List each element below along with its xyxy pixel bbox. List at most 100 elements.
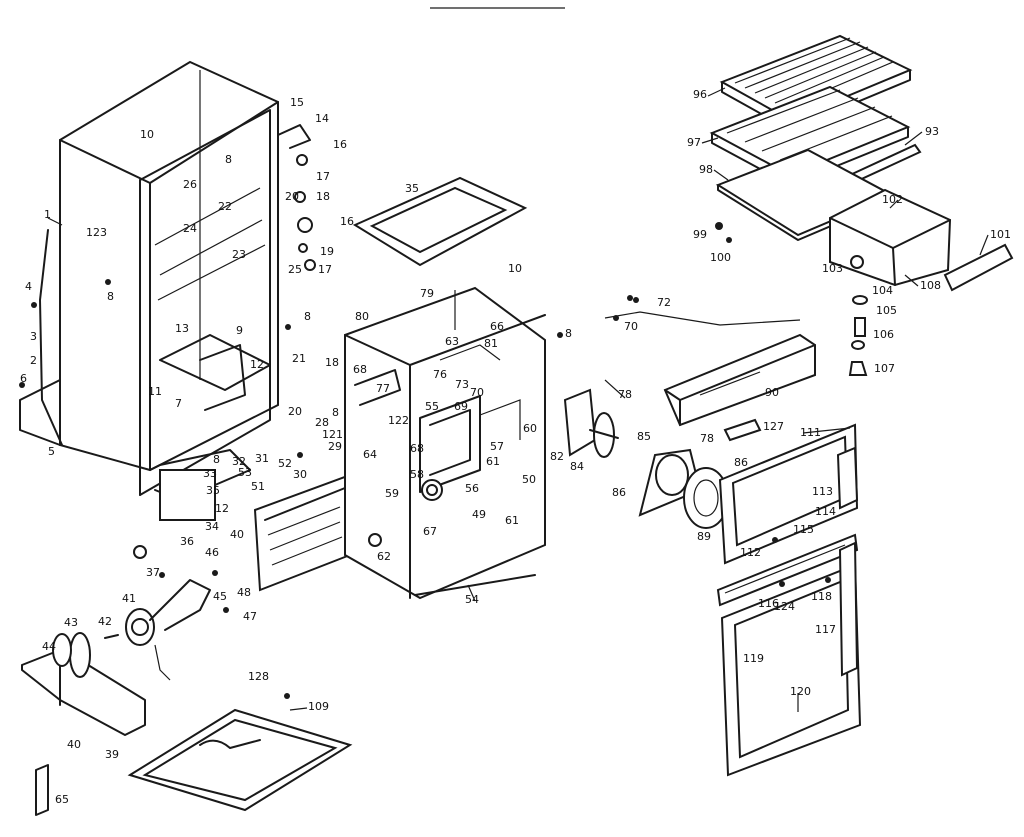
callout-23: 23 xyxy=(232,248,246,261)
callout-96: 96 xyxy=(693,88,707,101)
freezer-door-gasket xyxy=(718,423,859,565)
callout-62: 62 xyxy=(377,550,391,563)
callout-17: 17 xyxy=(316,170,330,183)
callout-28: 28 xyxy=(315,416,329,429)
callout-19: 19 xyxy=(320,245,334,258)
callout-31: 31 xyxy=(255,452,269,465)
fresh-food-door-gasket xyxy=(720,541,862,777)
callout-101: 101 xyxy=(990,228,1011,241)
callout-21: 21 xyxy=(292,352,306,365)
callout-58: 58 xyxy=(410,468,424,481)
hinge-assembly xyxy=(277,124,316,271)
callout-3: 3 xyxy=(30,330,37,343)
callout-122: 122 xyxy=(388,414,409,427)
callout-8c: 8 xyxy=(304,310,311,323)
callout-45: 45 xyxy=(213,590,227,603)
callout-15: 15 xyxy=(290,96,304,109)
air-duct xyxy=(604,311,816,427)
mullion-bar xyxy=(723,418,762,442)
evaporator-fan xyxy=(563,388,619,458)
door-divider xyxy=(716,533,859,607)
callout-115: 115 xyxy=(793,523,814,536)
part-callouts: 1 123 8 4 3 2 6 5 10 8 26 22 24 23 15 14… xyxy=(20,88,1011,806)
callout-26: 26 xyxy=(183,178,197,191)
callout-103: 103 xyxy=(822,262,843,275)
callout-70: 70 xyxy=(470,386,484,399)
callout-54: 54 xyxy=(465,593,479,606)
callout-8f: 8 xyxy=(565,327,572,340)
callout-117: 117 xyxy=(815,623,836,636)
callout-33: 33 xyxy=(203,467,217,480)
callout-60: 60 xyxy=(523,422,537,435)
callout-80: 80 xyxy=(355,310,369,323)
callout-93: 93 xyxy=(925,125,939,138)
drain-pan xyxy=(127,708,353,812)
callout-41: 41 xyxy=(122,592,136,605)
callout-85: 85 xyxy=(637,430,651,443)
callout-72: 72 xyxy=(657,296,671,309)
callout-29: 29 xyxy=(328,440,342,453)
callout-84: 84 xyxy=(570,460,584,473)
callout-4: 4 xyxy=(25,280,32,293)
callout-42: 42 xyxy=(98,615,112,628)
callout-8d: 8 xyxy=(332,406,339,419)
leader-lines xyxy=(47,87,989,712)
callout-68b: 68 xyxy=(410,442,424,455)
callout-86: 86 xyxy=(734,456,748,469)
callout-66: 66 xyxy=(490,320,504,333)
callout-99: 99 xyxy=(693,228,707,241)
callout-97: 97 xyxy=(687,136,701,149)
callout-35b: 35 xyxy=(405,182,419,195)
callout-128: 128 xyxy=(248,670,269,683)
condenser-fan-assembly xyxy=(21,579,211,736)
cabinet-shell xyxy=(19,60,279,496)
callout-57: 57 xyxy=(490,440,504,453)
callout-67: 67 xyxy=(423,525,437,538)
callout-1: 1 xyxy=(44,208,51,221)
callout-49: 49 xyxy=(472,508,486,521)
callout-124: 124 xyxy=(774,600,795,613)
callout-16b: 16 xyxy=(340,215,354,228)
callout-47: 47 xyxy=(243,610,257,623)
callout-51: 51 xyxy=(251,480,265,493)
callout-89: 89 xyxy=(697,530,711,543)
callout-106: 106 xyxy=(873,328,894,341)
callout-10b: 10 xyxy=(508,262,522,275)
callout-37: 37 xyxy=(146,566,160,579)
callout-8e: 8 xyxy=(213,453,220,466)
callout-112: 112 xyxy=(740,546,761,559)
callout-10: 10 xyxy=(140,128,154,141)
callout-40: 40 xyxy=(230,528,244,541)
toe-grille xyxy=(253,473,351,592)
roller-assembly xyxy=(848,255,868,376)
callout-30: 30 xyxy=(293,468,307,481)
callout-53: 53 xyxy=(238,466,252,479)
refrigerator-shelf xyxy=(709,85,911,186)
callout-2: 2 xyxy=(30,354,37,367)
callout-56: 56 xyxy=(465,482,479,495)
callout-76: 76 xyxy=(433,368,447,381)
mounting-bracket-65 xyxy=(35,764,49,816)
callout-11: 11 xyxy=(148,385,162,398)
callout-12b: 12 xyxy=(215,502,229,515)
callout-16: 16 xyxy=(333,138,347,151)
callout-64: 64 xyxy=(363,448,377,461)
callout-20b: 20 xyxy=(288,405,302,418)
callout-108: 108 xyxy=(920,279,941,292)
callout-118: 118 xyxy=(811,590,832,603)
callout-40b: 40 xyxy=(67,738,81,751)
callout-98: 98 xyxy=(699,163,713,176)
callout-63: 63 xyxy=(445,335,459,348)
callout-77: 77 xyxy=(376,382,390,395)
callout-104: 104 xyxy=(872,284,893,297)
callout-121: 121 xyxy=(322,428,343,441)
callout-50: 50 xyxy=(522,473,536,486)
callout-25: 25 xyxy=(288,263,302,276)
callout-9: 9 xyxy=(236,324,243,337)
callout-73: 73 xyxy=(455,378,469,391)
callout-44: 44 xyxy=(42,640,56,653)
callout-8b: 8 xyxy=(225,153,232,166)
callout-61b: 61 xyxy=(505,514,519,527)
callout-70b: 70 xyxy=(624,320,638,333)
